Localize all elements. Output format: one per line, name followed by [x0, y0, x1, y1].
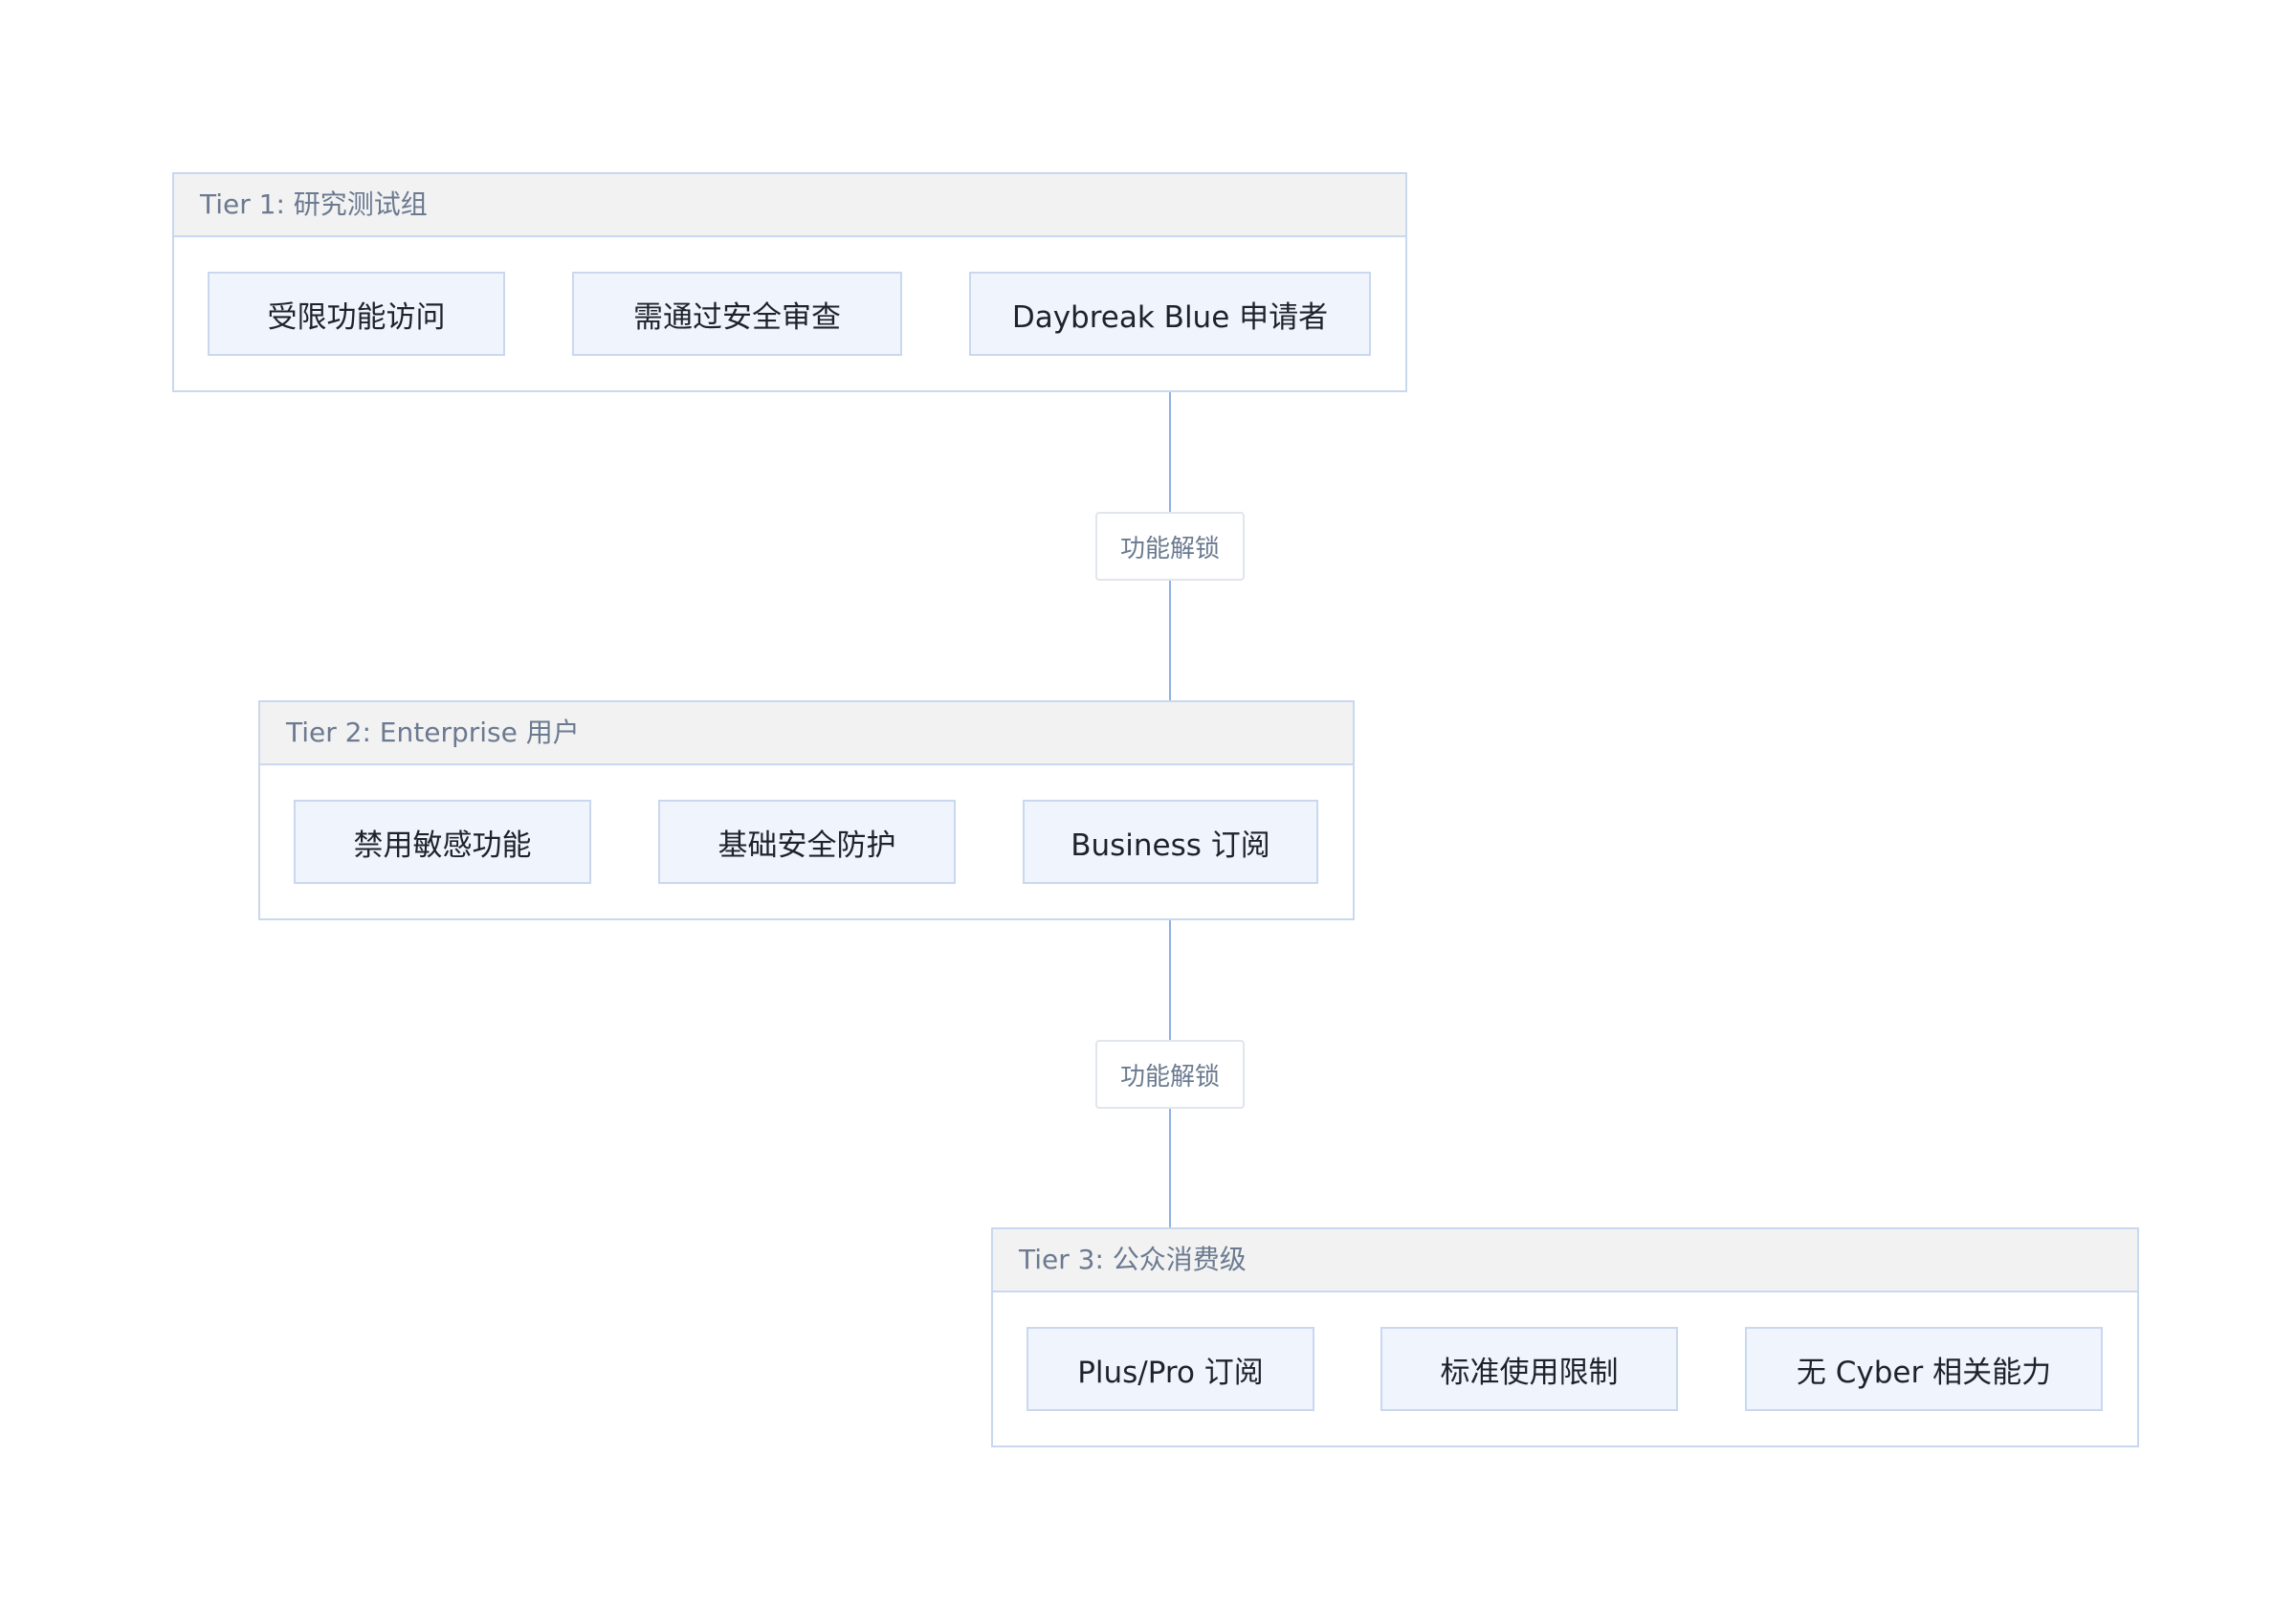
- node-standard-limits: 标准使用限制: [1380, 1327, 1678, 1411]
- node-daybreak-blue-applicant: Daybreak Blue 申请者: [969, 272, 1371, 356]
- node-disable-sensitive: 禁用敏感功能: [294, 800, 591, 884]
- edge-label-unlock-1: 功能解锁: [1095, 512, 1245, 581]
- tier-3-title: Tier 3: 公众消费级: [993, 1229, 2137, 1292]
- node-plus-pro-subscription: Plus/Pro 订阅: [1027, 1327, 1314, 1411]
- node-security-review: 需通过安全审查: [572, 272, 902, 356]
- tier-2-title: Tier 2: Enterprise 用户: [260, 702, 1353, 765]
- edge-label-unlock-2: 功能解锁: [1095, 1040, 1245, 1109]
- node-restricted-access: 受限功能访问: [208, 272, 505, 356]
- tier-1-title: Tier 1: 研究测试组: [174, 174, 1405, 237]
- node-basic-security: 基础安全防护: [658, 800, 956, 884]
- node-business-subscription: Business 订阅: [1023, 800, 1318, 884]
- node-no-cyber-capability: 无 Cyber 相关能力: [1745, 1327, 2103, 1411]
